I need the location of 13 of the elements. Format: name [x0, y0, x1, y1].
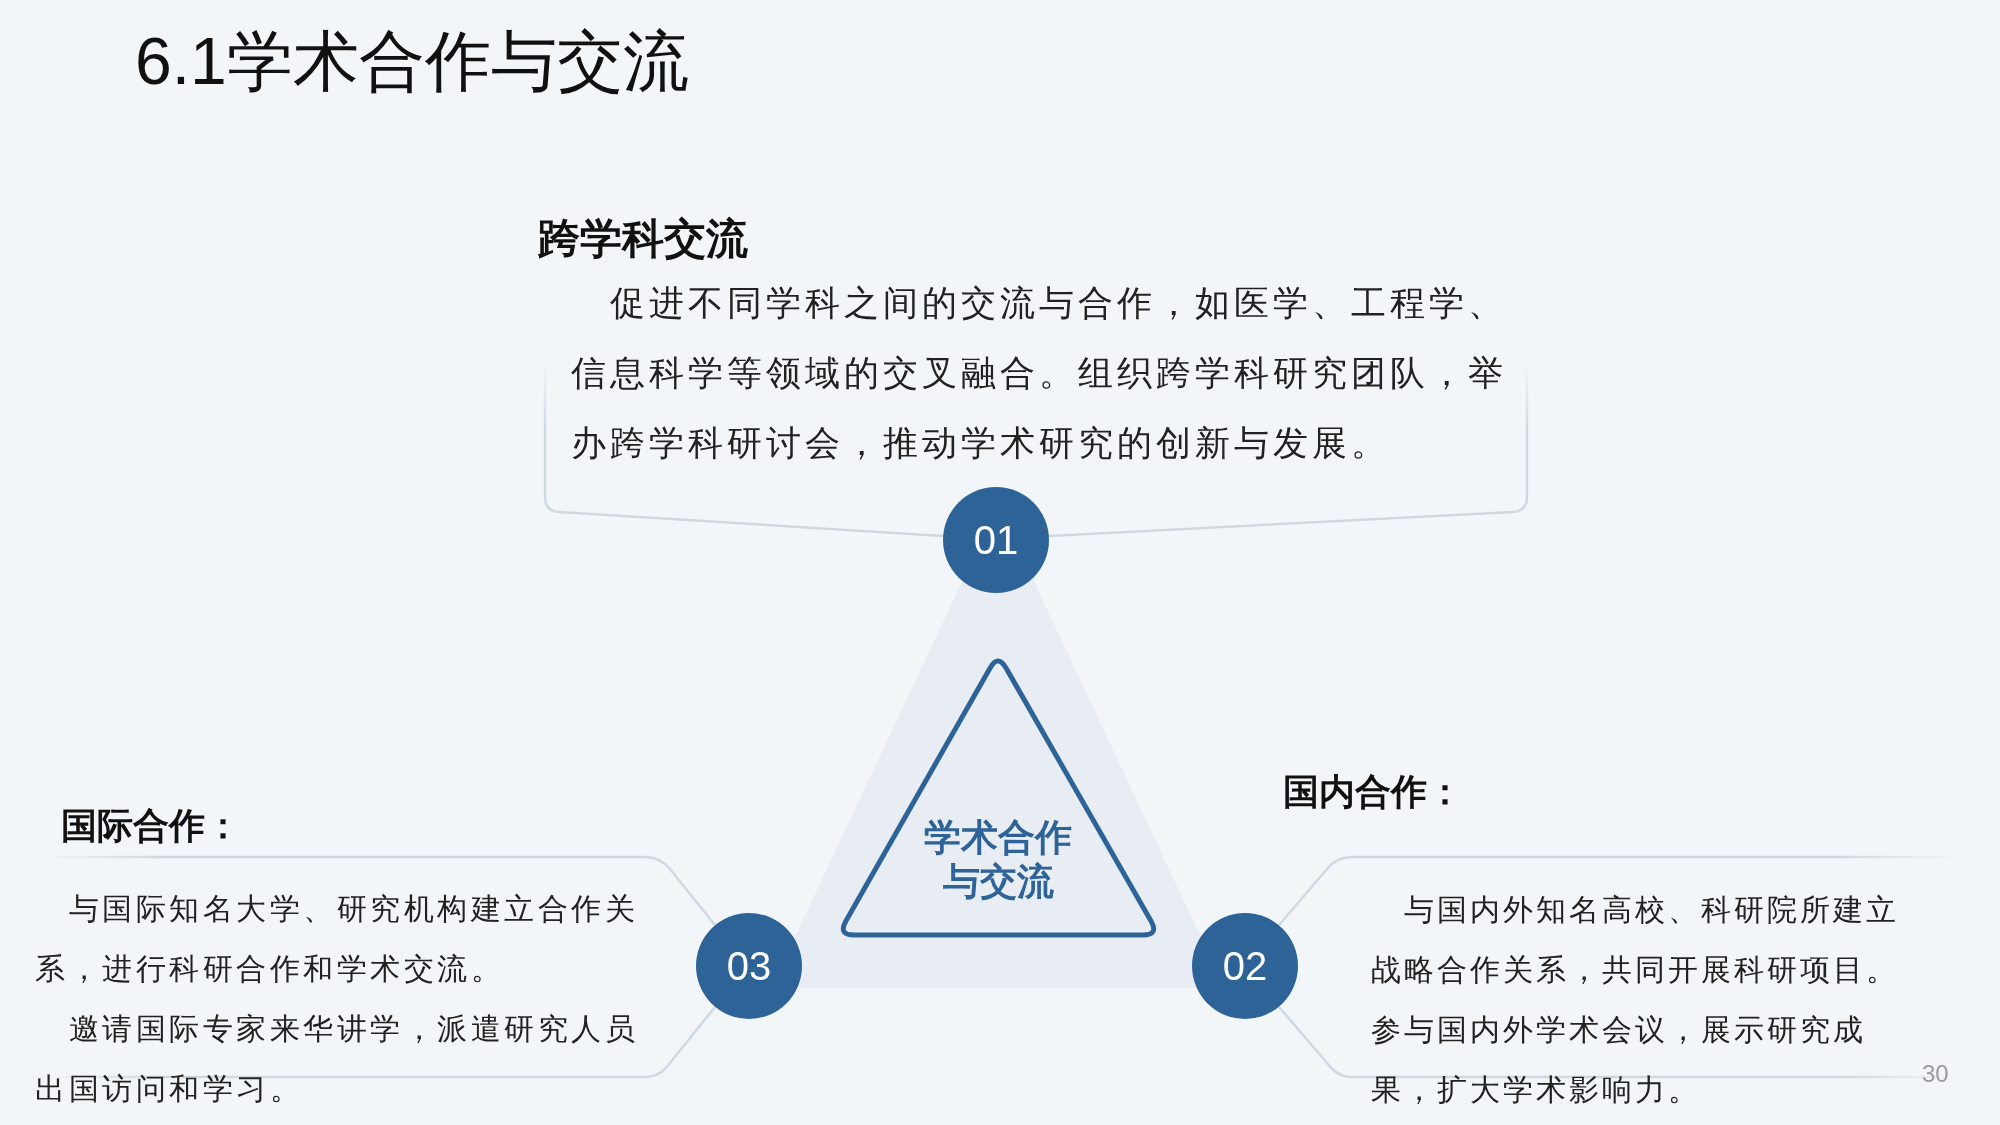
- number-circle: 03: [696, 913, 802, 1019]
- body-text: 与国内外知名高校、科研院所建立战略合作关系，共同开展科研项目。参与国内外学术会议，展示研究成果，扩大学术影响力。: [1371, 892, 1900, 1108]
- body-text: 促进不同学科之间的交流与合作，如医学、工程学、信息科学等领域的交叉融合。组织跨学科研究团队，举办跨学科研讨会，推动学术研究的创新与发展。: [571, 283, 1508, 465]
- body-text: 与国际知名大学、研究机构建立合作关系，进行科研合作和学术交流。: [35, 891, 639, 987]
- section-heading: 跨学科交流: [538, 214, 748, 264]
- section-heading: 国内合作：: [1283, 770, 1463, 814]
- number-circle: 02: [1192, 913, 1298, 1019]
- center-title: 学术合作与交流: [923, 816, 1073, 904]
- slide-title: 6.1学术合作与交流: [135, 28, 689, 94]
- body-text: 邀请国际专家来华讲学，派遣研究人员出国访问和学习。: [35, 1011, 639, 1107]
- section-heading: 国际合作：: [61, 804, 241, 848]
- number-circle: 01: [943, 487, 1049, 593]
- page-number: 30: [1922, 1062, 1949, 1086]
